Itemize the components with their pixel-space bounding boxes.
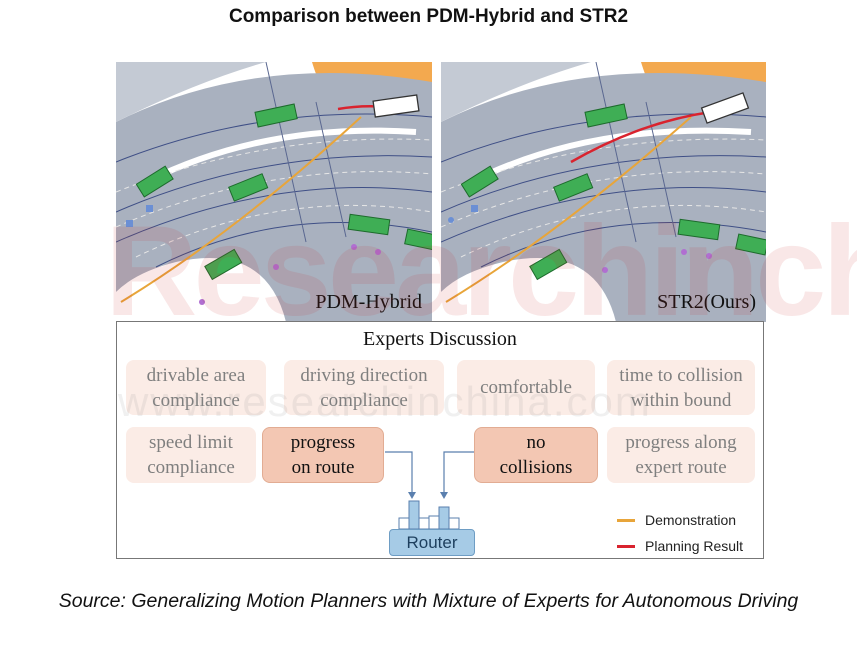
expert-comfortable: comfortable — [457, 360, 595, 415]
pedestrians — [126, 205, 381, 305]
demonstration-trajectory — [120, 116, 362, 303]
road-surface — [116, 73, 432, 322]
page-title: Comparison between PDM-Hybrid and STR2 — [228, 6, 629, 27]
router-bars — [398, 500, 460, 530]
legend-swatch-demonstration — [617, 518, 635, 522]
legend-swatch-planning-result — [617, 544, 635, 548]
legend-label-demonstration: Demonstration — [645, 512, 737, 528]
scene-panel-str2: STR2(Ours) — [441, 62, 766, 322]
router-block: Router — [389, 529, 475, 556]
vehicles — [135, 103, 432, 281]
source-caption: Source: Generalizing Motion Planners wit… — [58, 590, 799, 612]
planning-result-trajectory — [570, 110, 712, 164]
vehicles — [460, 103, 766, 281]
experts-discussion-panel: Experts Discussion drivable area complia… — [116, 321, 764, 559]
legend-demonstration: Demonstration — [617, 512, 736, 528]
expert-progress-along-route: progress along expert route — [607, 427, 755, 483]
legend-label-planning-result: Planning Result — [645, 538, 744, 554]
expert-no-collisions: no collisions — [474, 427, 598, 483]
expert-progress-on-route: progress on route — [262, 427, 384, 483]
panel-label-right: STR2(Ours) — [657, 291, 756, 313]
panel-label-left: PDM-Hybrid — [315, 291, 422, 313]
experts-discussion-title: Experts Discussion — [363, 328, 517, 350]
expert-speed-limit: speed limit compliance — [126, 427, 256, 483]
router-connectors — [385, 451, 474, 530]
scene-panel-pdm-hybrid: PDM-Hybrid — [116, 62, 432, 322]
expert-time-to-collision: time to collision within bound — [607, 360, 755, 415]
expert-drivable-area: drivable area compliance — [126, 360, 266, 415]
expert-driving-direction: driving direction compliance — [284, 360, 444, 415]
scene-map-right — [441, 62, 766, 322]
ego-vehicle — [372, 94, 420, 118]
scene-map-left — [116, 62, 432, 322]
legend-planning-result: Planning Result — [617, 538, 743, 554]
ego-vehicle — [700, 92, 750, 124]
demonstration-trajectory — [445, 116, 692, 303]
pedestrians — [448, 205, 712, 273]
